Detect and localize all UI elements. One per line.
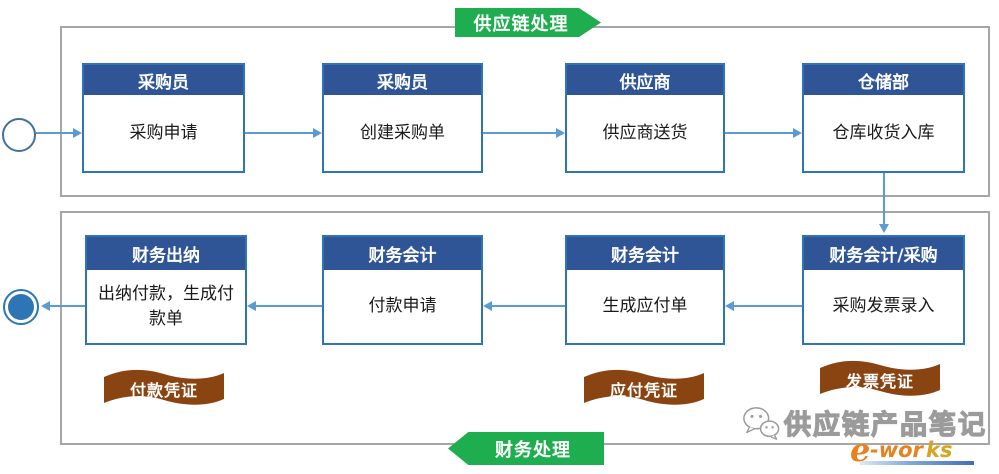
- arrowhead-right-icon: [313, 128, 322, 138]
- finance-section-tag: 财务处理: [448, 432, 604, 465]
- eworks-logo-wor: -wor: [870, 438, 923, 462]
- action-text: 供应商送货: [602, 122, 688, 143]
- end-node-fill: [8, 294, 34, 320]
- arrow-box2-to-box3: [483, 132, 557, 134]
- arrowhead-down-icon: [879, 224, 889, 233]
- ribbon-label: 应付凭证: [609, 381, 678, 400]
- arrow-payrequest-to-cashier: [256, 305, 322, 307]
- process-box-create-po: 采购员 创建采购单: [322, 63, 483, 173]
- watermark-block: 供应链产品笔记 e -wor ks: [738, 399, 993, 471]
- role-header: 仓储部: [804, 65, 963, 95]
- wechat-icon: [743, 407, 780, 440]
- eworks-logo-e: e: [850, 431, 871, 469]
- process-box-invoice-entry: 财务会计/采购 采购发票录入: [802, 235, 965, 345]
- process-box-warehouse-receipt: 仓储部 仓库收货入库: [802, 63, 965, 173]
- eworks-logo-underline: [860, 461, 974, 465]
- supply-chain-section-tag: 供应链处理: [455, 8, 601, 37]
- arrow-start-to-box1: [36, 132, 74, 134]
- role-header: 财务会计/采购: [804, 237, 963, 270]
- finance-section-label: 财务处理: [495, 439, 571, 461]
- action-text: 创建采购单: [360, 122, 445, 143]
- arrowhead-right-icon: [73, 128, 82, 138]
- arrow-payable-to-payrequest: [492, 305, 565, 307]
- arrow-lane1-to-lane2: [883, 173, 885, 225]
- arrow-box3-to-box4: [725, 132, 794, 134]
- wave-ribbon-shape-icon: [104, 369, 224, 405]
- action-text: 采购申请: [129, 122, 198, 143]
- ribbon-payment-voucher: 付款凭证: [102, 366, 226, 410]
- supply-chain-section-label: 供应链处理: [473, 13, 569, 35]
- wechat-account-name: 供应链产品笔记: [783, 409, 987, 441]
- process-box-generate-payable: 财务会计 生成应付单: [565, 235, 725, 345]
- eworks-logo: e -wor ks: [850, 431, 990, 469]
- arrowhead-right-icon: [793, 128, 802, 138]
- arrowhead-left-icon: [247, 301, 256, 311]
- role-header: 财务会计: [324, 237, 481, 270]
- arrowhead-right-icon: [556, 128, 565, 138]
- arrowhead-left-icon: [41, 301, 50, 311]
- action-text: 采购发票录入: [832, 296, 935, 317]
- action-text: 生成应付单: [602, 296, 688, 317]
- process-box-supplier-delivery: 供应商 供应商送货: [565, 63, 725, 173]
- arrowhead-left-icon: [725, 301, 734, 311]
- process-box-payment-request: 财务会计 付款申请: [322, 235, 483, 345]
- arrow-box1-to-box2: [245, 132, 314, 134]
- arrow-cashier-to-end: [50, 305, 85, 307]
- eworks-logo-ks: ks: [926, 438, 953, 462]
- wave-ribbon-shape-icon: [820, 360, 940, 396]
- role-header: 财务会计: [567, 237, 723, 270]
- wave-ribbon-shape-icon: [584, 369, 704, 405]
- role-header: 采购员: [324, 65, 481, 95]
- role-header: 供应商: [567, 65, 723, 95]
- action-text: 仓库收货入库: [832, 122, 935, 143]
- process-box-purchase-request: 采购员 采购申请: [82, 63, 245, 173]
- role-header: 采购员: [84, 65, 243, 95]
- ribbon-invoice-voucher: 发票凭证: [818, 357, 942, 401]
- action-text: 付款申请: [368, 296, 437, 317]
- end-node-circle: [3, 289, 39, 325]
- process-box-cashier-payment: 财务出纳 出纳付款，生成付款单: [85, 235, 247, 345]
- ribbon-label: 发票凭证: [845, 372, 914, 391]
- action-text: 出纳付款，生成付款单: [98, 283, 234, 329]
- arrowhead-left-icon: [483, 301, 492, 311]
- ribbon-payable-voucher: 应付凭证: [582, 366, 706, 410]
- ribbon-label: 付款凭证: [129, 381, 198, 400]
- start-node-circle: [2, 118, 36, 152]
- arrow-invoice-to-payable: [734, 305, 802, 307]
- role-header: 财务出纳: [87, 237, 245, 270]
